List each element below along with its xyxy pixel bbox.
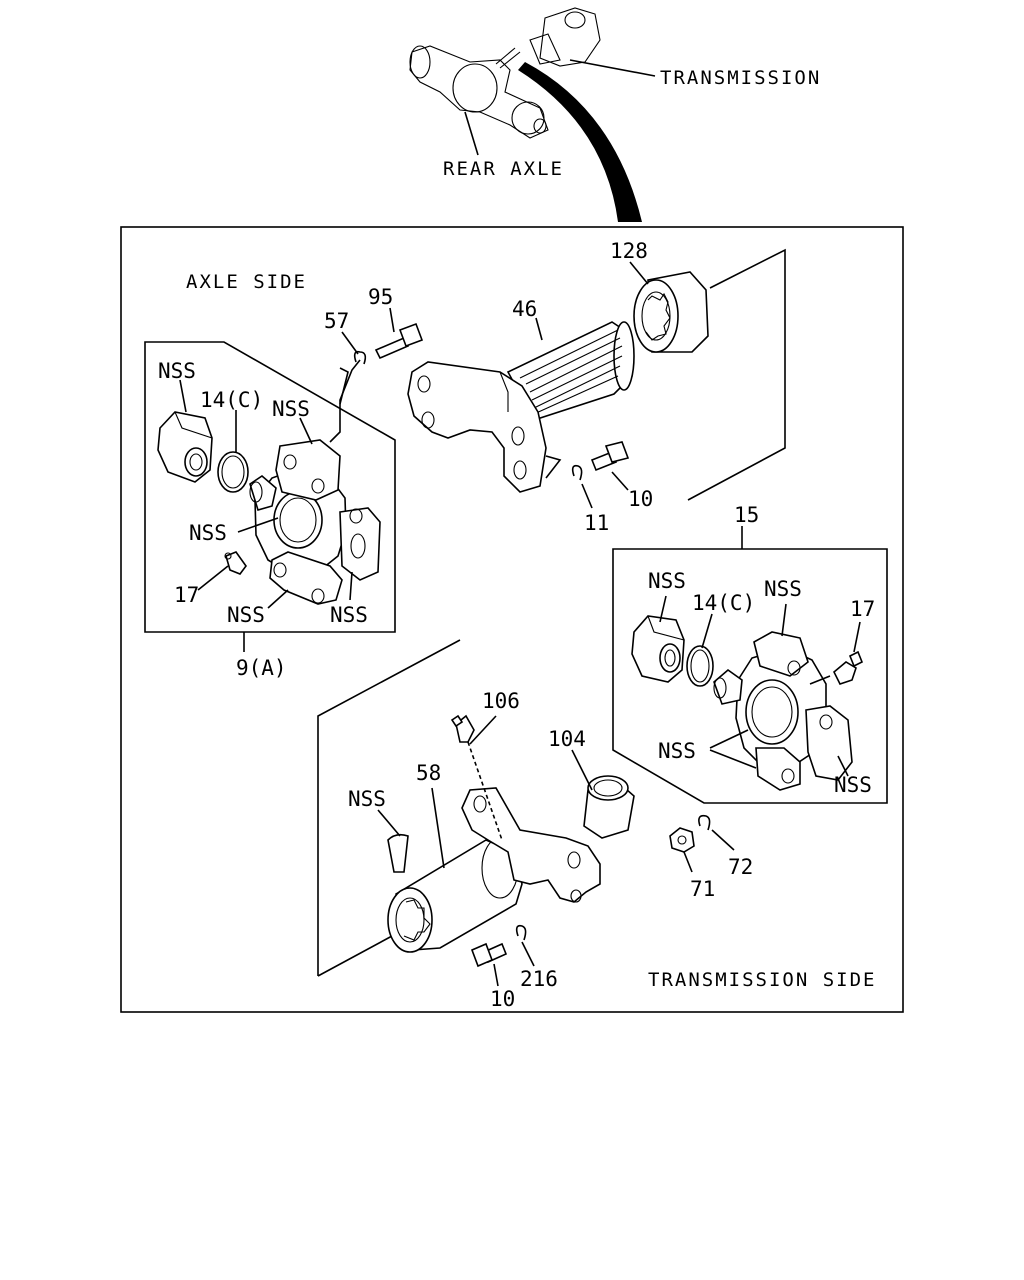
- axle-grease-fitting: [224, 551, 247, 575]
- part-10-bottom-callout: 10: [490, 987, 515, 1011]
- trans-nss-cap-callout: NSS: [764, 577, 802, 601]
- part-9a-callout: 9(A): [236, 656, 287, 680]
- lock-washer-11: [571, 464, 583, 481]
- part-11-callout: 11: [584, 511, 609, 535]
- axle-spider-kit-box: [144, 341, 396, 633]
- slip-yoke-46: [407, 321, 635, 493]
- transmission-label: TRANSMISSION: [660, 67, 821, 89]
- trans-grease-fitting: [833, 650, 864, 685]
- axle-17-callout: 17: [174, 583, 199, 607]
- lock-washer-216: [515, 924, 527, 941]
- vehicle-overview-sketch: [409, 7, 656, 222]
- nut-71: [669, 827, 695, 853]
- part-128-callout: 128: [610, 239, 648, 263]
- transmission-spider-kit-box: [612, 548, 888, 804]
- axle-nss-cap-callout: NSS: [272, 397, 310, 421]
- bolt-95: [374, 322, 424, 360]
- grease-fitting-106: [450, 714, 475, 743]
- axle-side-label: AXLE SIDE: [186, 271, 307, 293]
- trans-17-callout: 17: [850, 597, 875, 621]
- axle-14c-callout: 14(C): [200, 388, 263, 412]
- axle-nss-cross-callout: NSS: [189, 521, 227, 545]
- axle-nss-bottom-left-callout: NSS: [227, 603, 265, 627]
- part-72-callout: 72: [728, 855, 753, 879]
- part-58-callout: 58: [416, 761, 441, 785]
- part-46-callout: 46: [512, 297, 537, 321]
- transmission-side-label: TRANSMISSION SIDE: [648, 969, 876, 991]
- part-104-callout: 104: [548, 727, 586, 751]
- trans-bearing-cap: [631, 615, 685, 683]
- part-58-nss-callout: NSS: [348, 787, 386, 811]
- dust-seal-128: [633, 271, 709, 353]
- trans-nss-bearing-callout: NSS: [648, 569, 686, 593]
- part-95-callout: 95: [368, 285, 393, 309]
- part-71-callout: 71: [690, 877, 715, 901]
- dust-cover-nss: [387, 833, 409, 873]
- lock-washer-57: [353, 350, 367, 365]
- part-216-callout: 216: [520, 967, 558, 991]
- trans-snap-ring: [686, 645, 714, 687]
- axle-nss-bottom-right-callout: NSS: [330, 603, 368, 627]
- sleeve-yoke-58: [387, 787, 601, 953]
- axle-universal-joint-spider: [249, 439, 381, 605]
- sleeve-yoke-bracket: [317, 639, 461, 977]
- axle-bearing-cap: [157, 411, 213, 483]
- axle-snap-ring: [217, 451, 249, 493]
- trans-nss-bottom-callout: NSS: [834, 773, 872, 797]
- rear-axle-label: REAR AXLE: [443, 158, 564, 180]
- trans-nss-cross-callout: NSS: [658, 739, 696, 763]
- bolt-10-bottom: [470, 942, 508, 968]
- slip-yoke-bracket: [687, 248, 786, 501]
- seal-104: [583, 775, 635, 839]
- part-15-callout: 15: [734, 503, 759, 527]
- part-10-top-callout: 10: [628, 487, 653, 511]
- lock-washer-72: [698, 814, 711, 831]
- part-57-callout: 57: [324, 309, 349, 333]
- trans-universal-joint-spider: [713, 631, 853, 791]
- bolt-10-top: [590, 441, 630, 472]
- part-106-callout: 106: [482, 689, 520, 713]
- axle-nss-bearing-callout: NSS: [158, 359, 196, 383]
- trans-14c-callout: 14(C): [692, 591, 755, 615]
- detail-frame: [120, 226, 904, 1013]
